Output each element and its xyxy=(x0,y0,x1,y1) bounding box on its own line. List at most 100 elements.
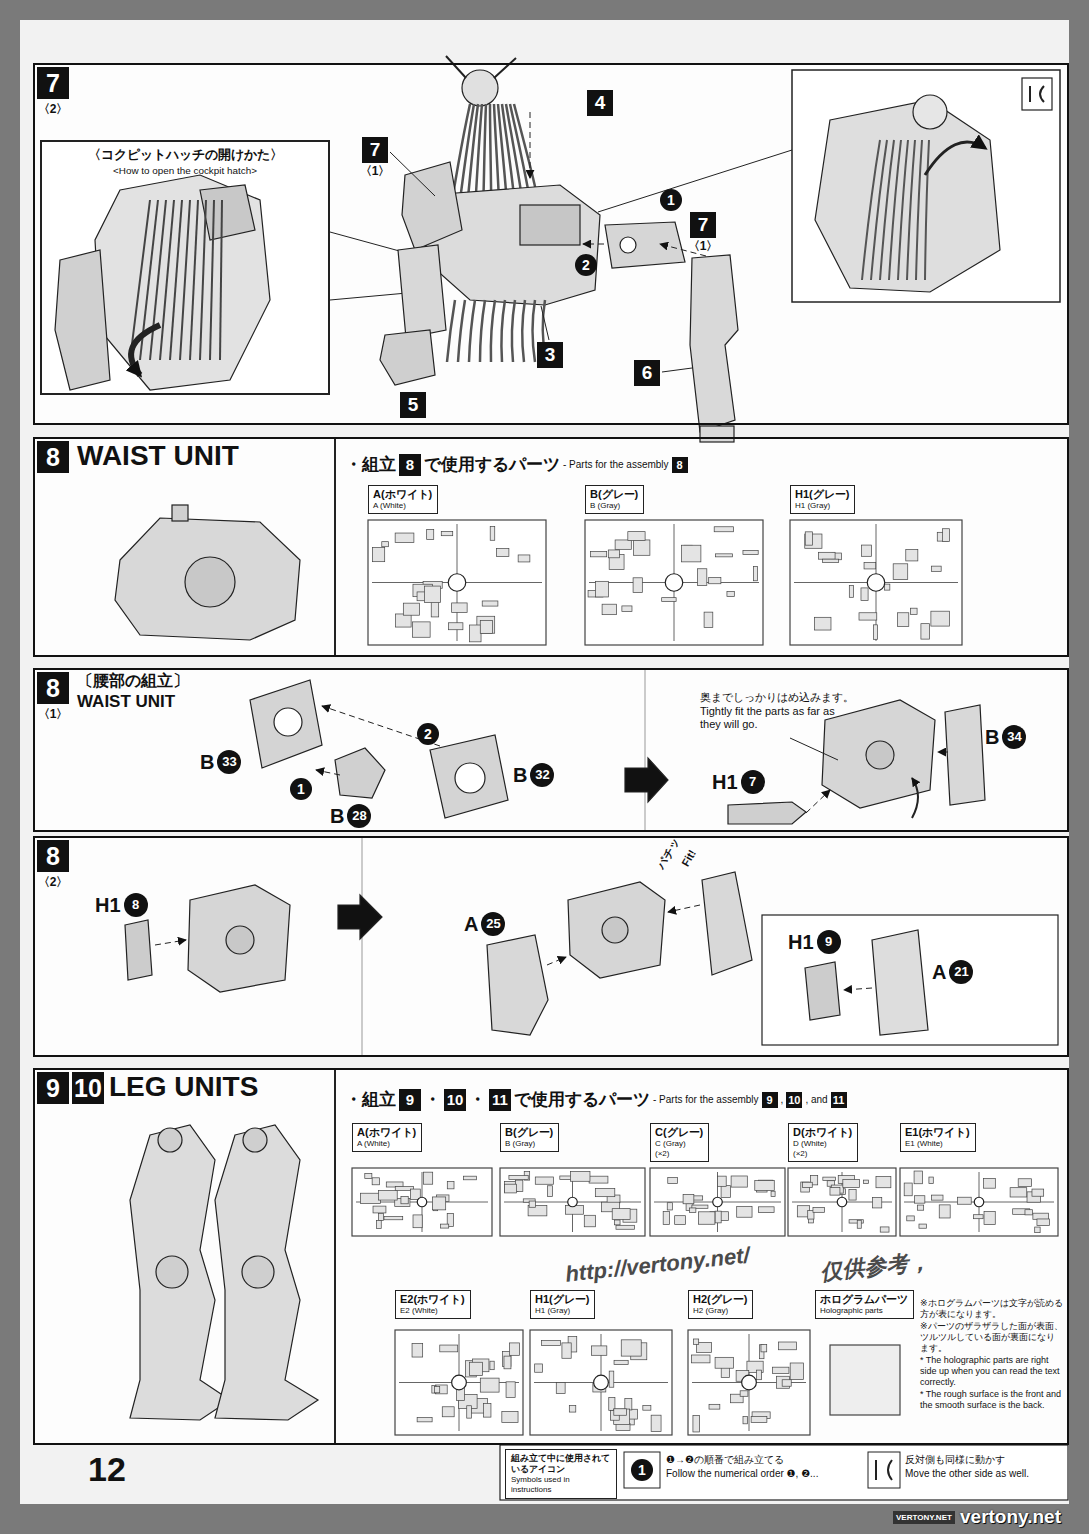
cable-drawing xyxy=(925,140,929,280)
label-group: H19 xyxy=(788,930,841,954)
runner-part xyxy=(529,1201,535,1207)
part-drawing xyxy=(568,882,665,978)
runner-part xyxy=(509,1343,519,1355)
runner-part xyxy=(805,532,812,545)
step-badge: 11 xyxy=(831,1092,847,1108)
runner-gate xyxy=(867,574,885,592)
runner-part xyxy=(740,1391,748,1397)
node-heading: B(グレー) xyxy=(505,1125,553,1139)
robot-head xyxy=(462,70,498,106)
runner-part xyxy=(814,617,831,630)
node-subheading: Holographic parts xyxy=(820,1306,908,1316)
runner-part xyxy=(434,1387,439,1393)
runner-part xyxy=(907,1216,915,1221)
runner-part xyxy=(830,1188,840,1196)
runner-part xyxy=(914,1171,922,1184)
robot-drawing xyxy=(200,185,255,240)
assembly-arrow xyxy=(155,940,186,945)
part-letter: B xyxy=(200,751,214,774)
step-badge: 9 xyxy=(762,1092,778,1108)
node-heading: H2(グレー) xyxy=(693,1292,747,1306)
runner-gate xyxy=(837,1197,847,1207)
runner-part xyxy=(542,1341,561,1346)
runner-gate xyxy=(448,574,466,592)
runner-part xyxy=(506,1382,515,1398)
assembly-arrow xyxy=(844,988,872,990)
runner-part xyxy=(714,527,733,532)
runner-part xyxy=(873,625,877,639)
runner-part xyxy=(412,622,430,637)
node-heading: D(ホワイト) xyxy=(793,1125,852,1139)
node-heading: A(ホワイト) xyxy=(373,487,432,501)
page-number: 12 xyxy=(88,1450,126,1489)
runner-part xyxy=(441,1224,449,1228)
cable-drawing xyxy=(501,300,505,362)
runner-label: H2(グレー)H2 (Gray) xyxy=(688,1290,753,1319)
node-subheading: A (White) xyxy=(373,501,432,511)
runner-part xyxy=(651,1415,661,1431)
node-subheading: A (White) xyxy=(357,1139,416,1149)
runner-part xyxy=(753,567,757,581)
robot-drawing xyxy=(815,100,1000,292)
node-heading: 〈コクピットハッチの開けかた〉 xyxy=(42,146,328,164)
symbol-legend-box: 組み立て中に使用されているアイコンSymbols used in instruc… xyxy=(505,1449,617,1499)
step-reference: 7 xyxy=(690,212,716,238)
part-drawing xyxy=(430,735,508,818)
step-badge: 8 xyxy=(399,454,421,476)
parts-heading-en: , and xyxy=(805,1094,827,1105)
order-number: 1 xyxy=(290,778,312,800)
runner-part xyxy=(1033,1213,1049,1219)
motion-arrow xyxy=(131,325,160,375)
runner-part xyxy=(751,1417,767,1423)
runner-part xyxy=(984,1178,996,1188)
part-letter: B xyxy=(513,764,527,787)
runner-part xyxy=(396,614,412,627)
robot-arm xyxy=(398,245,446,338)
runner-label: H1(グレー)H1 (Gray) xyxy=(790,485,855,514)
runner-part xyxy=(813,1207,825,1212)
runner-part xyxy=(556,1383,565,1394)
label-group: H17 xyxy=(712,770,765,794)
runner-part xyxy=(697,569,706,586)
node-subheading: E1 (White) xyxy=(905,1139,970,1149)
runner-gate xyxy=(742,1375,757,1390)
runner-part xyxy=(480,620,492,633)
note-text: Tightly fit the parts as far as they wil… xyxy=(700,705,850,731)
parts-heading: で使用するパーツ xyxy=(424,453,560,476)
runner-part xyxy=(372,548,384,562)
node-subheading: C (Gray) xyxy=(655,1139,703,1149)
motion-arrow xyxy=(912,778,918,818)
runner-part xyxy=(614,1409,627,1415)
node-heading: C(グレー) xyxy=(655,1125,703,1139)
waist-detail xyxy=(185,557,235,607)
step-arrow xyxy=(338,895,382,939)
runner-label: C(グレー)C (Gray)(×2) xyxy=(650,1123,709,1162)
substep-number: 〈2〉 xyxy=(37,101,69,118)
runner-part xyxy=(857,1220,861,1228)
part-detail xyxy=(602,917,628,943)
assembly-arrow xyxy=(668,905,700,912)
runner-label: A(ホワイト)A (White) xyxy=(352,1123,422,1152)
runner-part xyxy=(403,603,419,615)
runner-part xyxy=(504,1356,511,1369)
cable-drawing xyxy=(491,300,495,362)
watermark: VERTONY.NET xyxy=(893,1511,955,1524)
runner-part xyxy=(584,1215,595,1227)
robot-drawing xyxy=(55,250,110,390)
runner-part xyxy=(609,1397,615,1410)
part-letter: H1 xyxy=(712,771,738,794)
runner-part xyxy=(683,1194,694,1203)
runner-frame xyxy=(790,520,962,645)
step-number: 8 xyxy=(37,672,69,704)
label-group: B32 xyxy=(513,763,554,787)
step-number: 8 xyxy=(37,840,69,872)
runner-gate xyxy=(568,1197,578,1207)
node-subheading: E2 (White) xyxy=(400,1306,465,1316)
runner-part xyxy=(612,1209,630,1220)
waist-detail xyxy=(172,505,188,521)
runner-part xyxy=(880,1227,889,1232)
runner-part xyxy=(822,559,838,562)
node-heading: E1(ホワイト) xyxy=(905,1125,970,1139)
panel-ground xyxy=(33,836,1069,1057)
runner-part xyxy=(431,601,438,617)
